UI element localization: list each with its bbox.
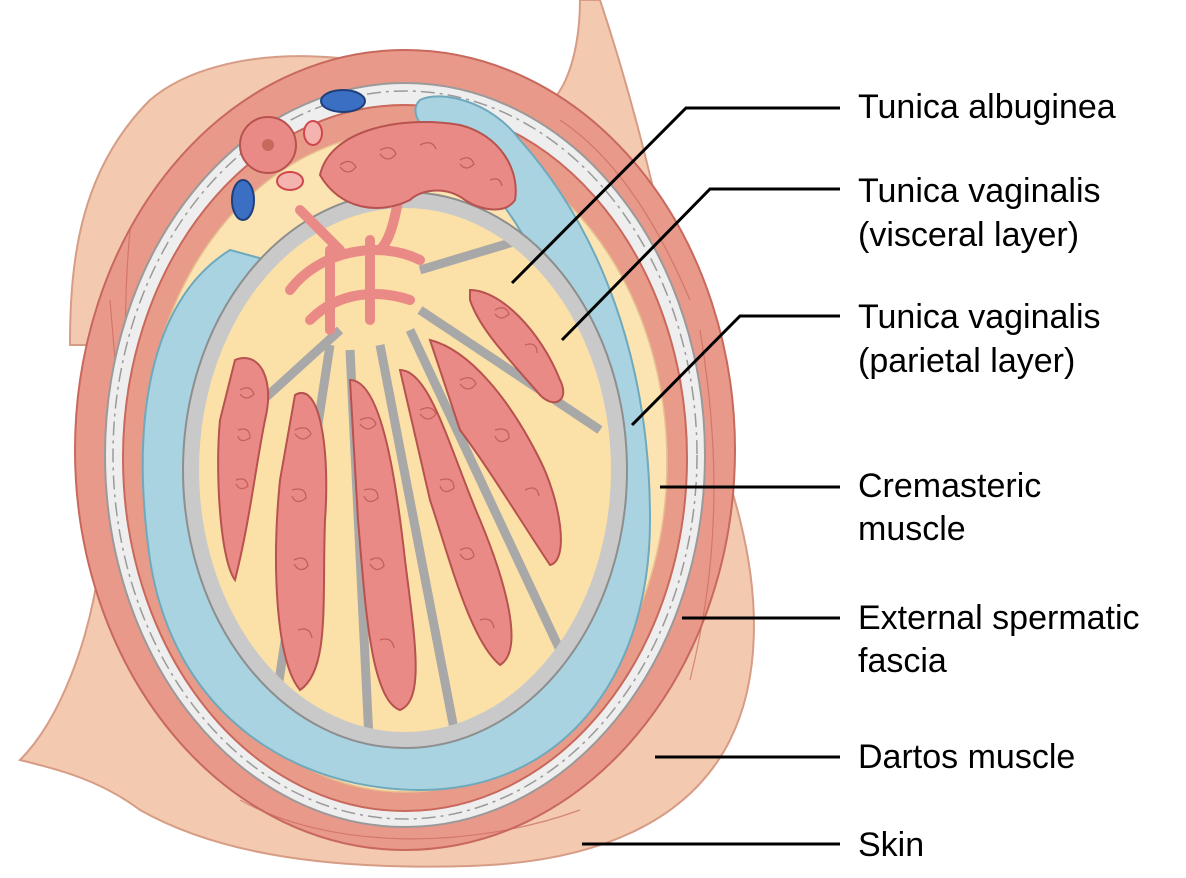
label-tunica-vaginalis-parietal-line2: (parietal layer) [858,340,1075,382]
vas-deferens-lumen [262,139,274,151]
label-external-spermatic-line2: fascia [858,640,947,682]
artery-right [304,121,322,145]
artery-lower [277,172,303,190]
label-tunica-vaginalis-parietal-line1: Tunica vaginalis [858,296,1101,338]
vein-left [232,180,254,220]
label-dartos-muscle: Dartos muscle [858,736,1075,778]
label-cremasteric-line2: muscle [858,508,966,550]
vein-upper [321,90,365,112]
label-tunica-albuginea: Tunica albuginea [858,86,1116,128]
label-tunica-vaginalis-visceral-line1: Tunica vaginalis [858,170,1101,212]
label-skin: Skin [858,824,924,866]
label-tunica-vaginalis-visceral-line2: (visceral layer) [858,214,1079,256]
label-external-spermatic-line1: External spermatic [858,597,1140,639]
label-cremasteric-line1: Cremasteric [858,465,1041,507]
